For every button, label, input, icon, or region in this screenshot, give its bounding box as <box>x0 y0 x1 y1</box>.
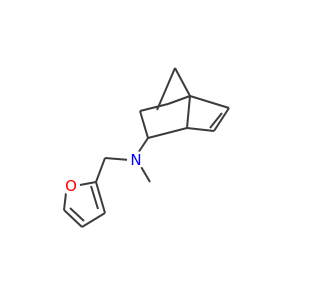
nitrogen-atom: N <box>127 151 145 169</box>
bond-bridge-left <box>156 67 176 111</box>
bond-c7-c2 <box>167 95 191 105</box>
oxygen-atom: O <box>62 177 80 195</box>
bond-c6-c1 <box>189 95 230 109</box>
bond-c5-c6 <box>186 127 215 132</box>
bond-furan-c4-c3 <box>81 212 106 228</box>
oxygen-label: O <box>65 177 77 195</box>
nitrogen-label: N <box>130 151 141 169</box>
bond-bridge-right <box>174 67 191 97</box>
bond-c3-c4 <box>139 110 149 139</box>
bond-furan-c3-c2 <box>95 181 106 214</box>
bond-furan-double-1 <box>69 207 85 222</box>
molecule-structure: N O <box>62 67 230 228</box>
bond-n-ch2 <box>104 157 130 161</box>
bond-c4-n <box>137 137 149 154</box>
bond-furan-double-2 <box>90 185 99 210</box>
bond-n-methyl <box>139 164 151 183</box>
bond-c4-c5 <box>147 127 188 139</box>
bond-alkene-inner <box>209 112 223 129</box>
bond-furan-o-c5 <box>63 192 67 211</box>
bond-c5-c1 <box>186 95 191 129</box>
bond-furan-c5-c4 <box>63 209 83 228</box>
bond-furan-c2-o <box>79 181 97 186</box>
bond-alkene-outer <box>213 107 230 132</box>
bond-c2-c3 <box>139 103 169 112</box>
bond-ch2-furan <box>95 157 106 183</box>
